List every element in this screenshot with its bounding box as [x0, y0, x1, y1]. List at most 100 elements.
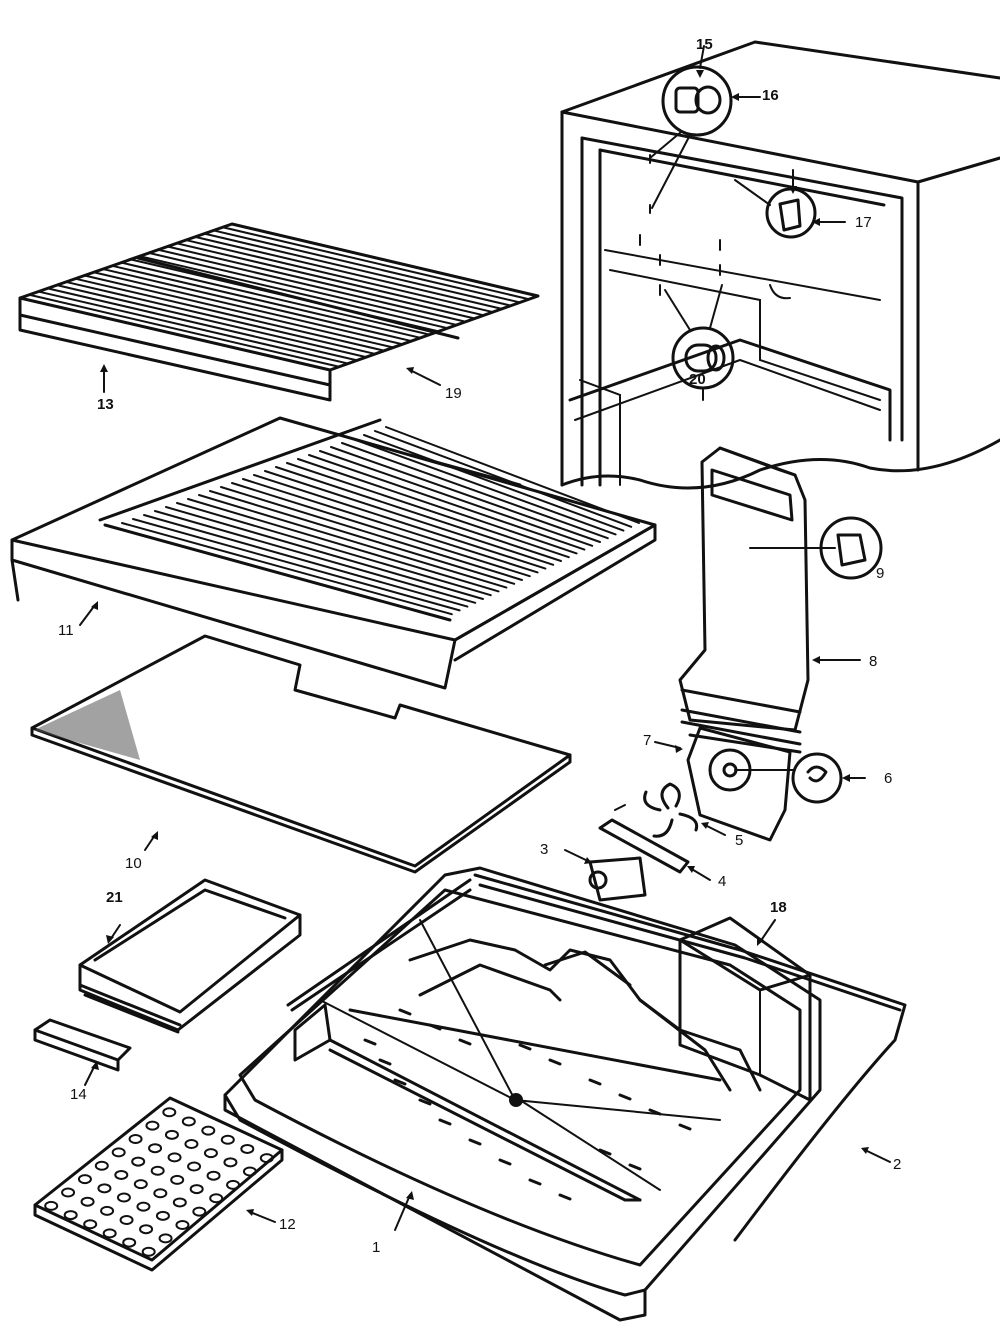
floor-tick: [468, 1138, 482, 1146]
ice-cell: [102, 1228, 117, 1239]
ice-cell: [175, 1219, 190, 1230]
arrowhead-11: [91, 601, 98, 610]
frame-rib: [165, 506, 484, 600]
callout-14: 14: [70, 1086, 87, 1103]
frame-rib: [286, 462, 570, 559]
shelf-rod: [221, 226, 530, 301]
ice-cube-tray: [33, 1096, 284, 1272]
ice-cell: [139, 1224, 154, 1235]
ice-cell: [240, 1143, 255, 1154]
ice-cell: [150, 1165, 165, 1176]
ice-cell: [189, 1184, 204, 1195]
frame-rib: [198, 494, 508, 589]
ice-cell: [44, 1200, 59, 1211]
divider: [33, 1018, 132, 1086]
ice-cell: [94, 1160, 109, 1171]
callout-5: 5: [735, 832, 744, 849]
ice-cell: [100, 1205, 115, 1216]
floor-tick: [678, 1123, 692, 1131]
shelf-rod: [184, 239, 494, 314]
floor-tick: [548, 1058, 562, 1066]
ice-cell: [203, 1148, 218, 1159]
refrigerator-cabinet: [560, 40, 1000, 490]
frame-rib: [297, 458, 578, 555]
ice-cell: [63, 1210, 78, 1221]
shelf-rod: [28, 293, 341, 368]
shelf-cover-panel: [30, 634, 572, 874]
ice-cell: [148, 1143, 163, 1154]
shelf-rod: [203, 232, 512, 307]
callout-16: 16: [762, 87, 779, 104]
frame-rib: [121, 522, 453, 616]
floor-tick: [363, 1038, 377, 1046]
ice-cell: [77, 1174, 92, 1185]
callout-10: 10: [125, 855, 142, 872]
shelf-rod: [37, 290, 350, 365]
floor-tick: [588, 1078, 602, 1086]
ice-cell: [136, 1201, 151, 1212]
frame-rib: [275, 466, 562, 562]
shelf-rod: [231, 223, 539, 297]
frame-rib: [352, 438, 617, 536]
callout-2: 2: [893, 1156, 902, 1173]
ice-cell: [181, 1116, 196, 1127]
floor-tick: [393, 1078, 407, 1086]
wire-shelf: [18, 222, 540, 402]
callout-8: 8: [869, 653, 878, 670]
frame-rib: [187, 498, 500, 593]
shelf-rod: [166, 245, 476, 320]
floor-tick: [648, 1108, 662, 1116]
ice-cell: [170, 1174, 185, 1185]
ice-cell: [162, 1107, 177, 1118]
callout-18: 18: [770, 899, 787, 916]
arrowhead-19: [406, 367, 414, 374]
shelf-rod: [74, 277, 386, 352]
callout-9: 9: [876, 565, 885, 582]
shelf-rod: [101, 268, 413, 343]
shelf-rod: [111, 264, 422, 339]
air-duct-cover: [678, 446, 883, 754]
ice-cell: [114, 1169, 129, 1180]
frame-rib: [242, 478, 539, 574]
leader-11: [79, 604, 96, 626]
shelf-rod: [175, 242, 485, 317]
evaporator-fan-assembly: [564, 726, 866, 902]
floor-tick: [398, 1008, 412, 1016]
arrowhead-13: [100, 364, 108, 372]
ice-cell: [220, 1134, 235, 1145]
ice-cell: [242, 1166, 257, 1177]
frame-rib: [264, 470, 555, 566]
shelf-bracket-inset: [734, 169, 846, 239]
shelf-rod: [65, 280, 377, 355]
shelf-rod: [120, 261, 431, 336]
frame-rib: [220, 486, 523, 581]
ice-cell: [97, 1183, 112, 1194]
crisper-pan: [78, 878, 302, 1034]
shelf-rod: [129, 258, 440, 333]
ice-cell: [187, 1161, 202, 1172]
ice-cell: [259, 1153, 274, 1164]
ice-cell: [145, 1120, 160, 1131]
frame-rib: [341, 442, 609, 540]
callout-4: 4: [718, 873, 727, 890]
shelf-rod: [157, 248, 467, 323]
ice-cell: [209, 1193, 224, 1204]
ice-cell: [128, 1134, 143, 1145]
floor-tick: [438, 1118, 452, 1126]
ice-cell: [155, 1210, 170, 1221]
callout-7: 7: [643, 732, 652, 749]
frame-rib: [110, 526, 445, 619]
leader-1: [394, 1194, 411, 1231]
ice-cell: [122, 1237, 137, 1248]
ice-cell: [80, 1196, 95, 1207]
ice-cell: [131, 1156, 146, 1167]
shelf-rod: [194, 235, 503, 310]
frame-rib: [253, 474, 547, 570]
glass-shelf-frame: [10, 416, 657, 690]
ice-cell: [167, 1152, 182, 1163]
ice-cell: [119, 1215, 134, 1226]
shelf-rod: [92, 271, 404, 346]
ice-cell: [164, 1129, 179, 1140]
floor-tick: [458, 1038, 472, 1046]
callout-3: 3: [540, 841, 549, 858]
